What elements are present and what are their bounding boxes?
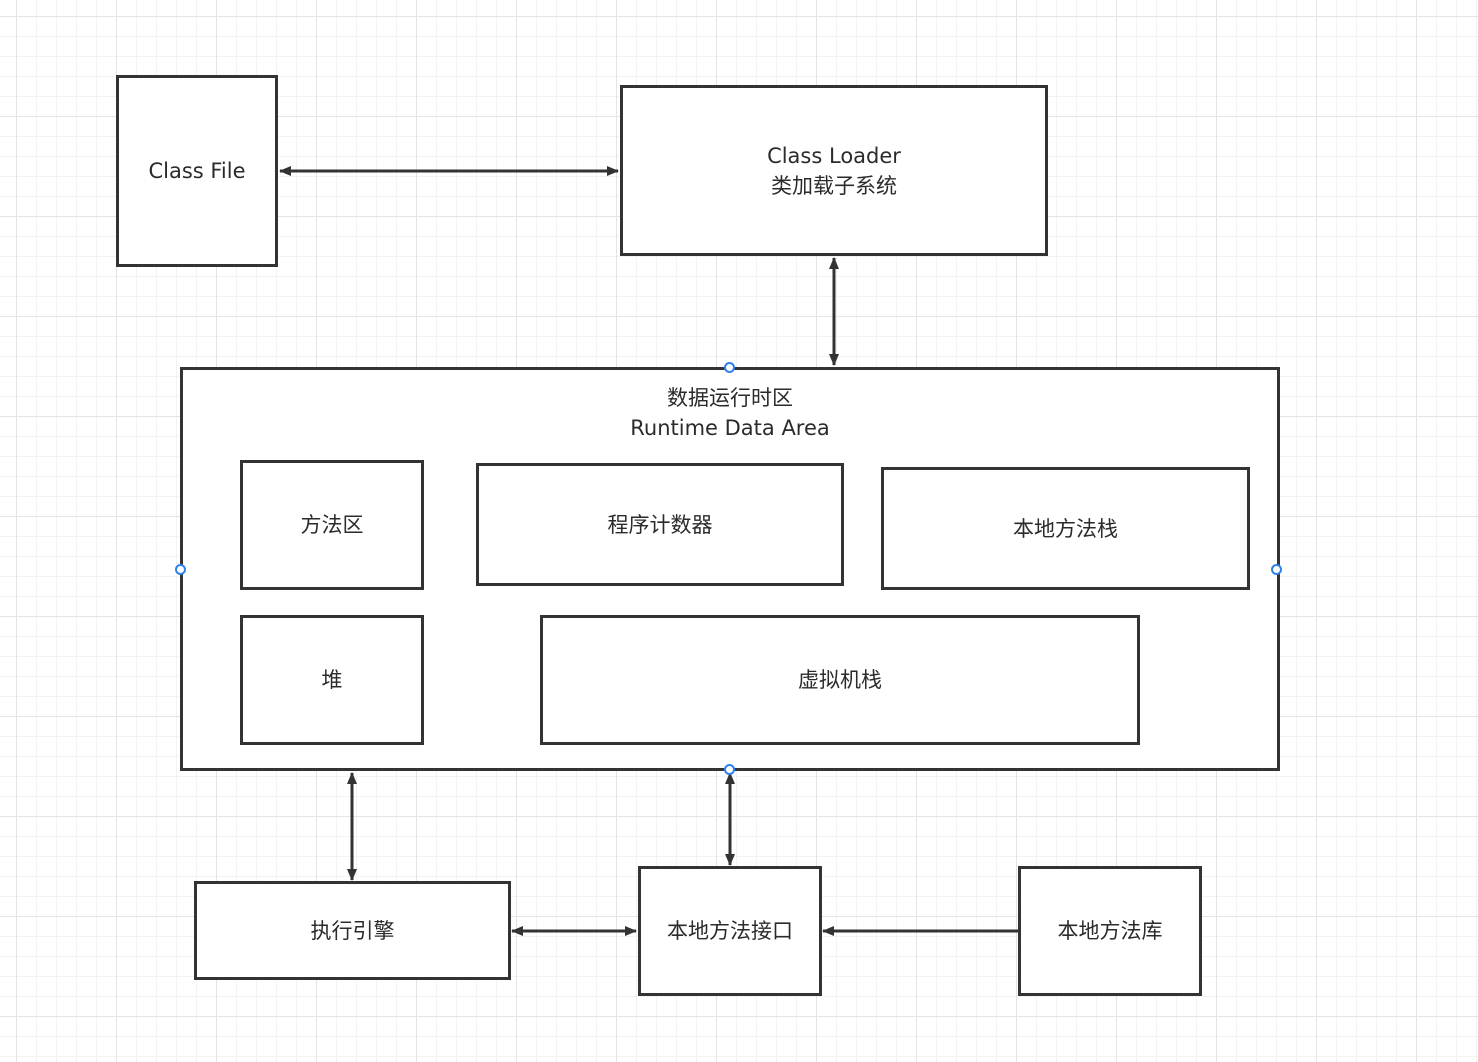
execution-engine-label: 执行引擎	[310, 918, 395, 943]
heap-box[interactable]: 堆	[240, 615, 424, 745]
native-interface-label: 本地方法接口	[667, 919, 793, 943]
native-method-stack-label: 本地方法栈	[1013, 516, 1118, 541]
selection-handle-top[interactable]	[724, 362, 735, 373]
selection-handle-left[interactable]	[175, 564, 186, 575]
class-file-box[interactable]: Class File	[116, 75, 278, 267]
class-loader-text: Class Loader 类加载子系统	[767, 141, 901, 201]
runtime-data-area-label-zh: 数据运行时区	[667, 386, 793, 410]
class-file-label: Class File	[148, 159, 246, 183]
selection-handle-bottom[interactable]	[724, 764, 735, 775]
native-interface-box[interactable]: 本地方法接口	[638, 866, 822, 996]
vm-stack-box[interactable]: 虚拟机栈	[540, 615, 1140, 745]
heap-label: 堆	[321, 668, 343, 692]
class-loader-box[interactable]: Class Loader 类加载子系统	[620, 85, 1048, 256]
vm-stack-label: 虚拟机栈	[798, 668, 882, 692]
execution-engine-box[interactable]: 执行引擎	[194, 881, 511, 980]
native-library-label: 本地方法库	[1057, 919, 1163, 943]
class-loader-label-en: Class Loader	[767, 143, 901, 168]
native-library-box[interactable]: 本地方法库	[1018, 866, 1202, 996]
method-area-label: 方法区	[300, 513, 364, 537]
program-counter-box[interactable]: 程序计数器	[476, 463, 844, 586]
native-method-stack-box[interactable]: 本地方法栈	[881, 467, 1250, 590]
selection-handle-right[interactable]	[1271, 564, 1282, 575]
program-counter-label: 程序计数器	[607, 512, 713, 537]
class-loader-label-zh: 类加载子系统	[770, 173, 897, 198]
method-area-box[interactable]: 方法区	[240, 460, 424, 590]
runtime-data-area-label-en: Runtime Data Area	[630, 416, 830, 440]
runtime-data-area-title: 数据运行时区 Runtime Data Area	[183, 383, 1277, 443]
